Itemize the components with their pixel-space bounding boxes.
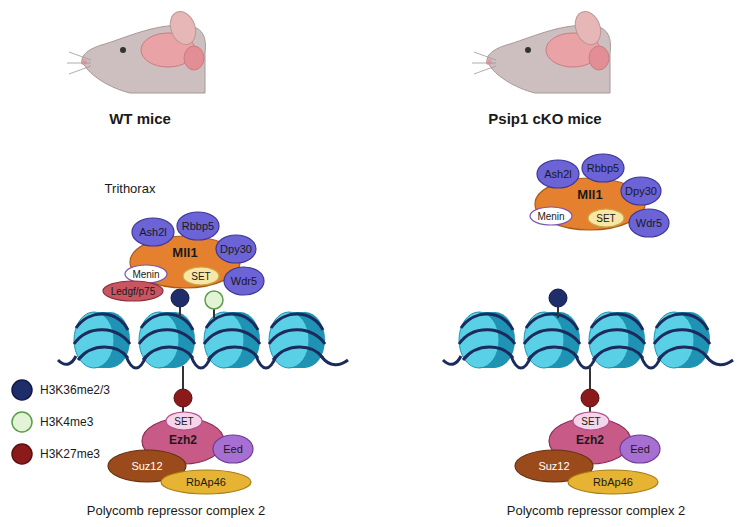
- protein-ellipse: Menin: [529, 206, 573, 226]
- legend-text: H3K36me2/3: [40, 383, 110, 397]
- protein-name: Eed: [223, 443, 243, 455]
- protein-ellipse: RbAp46: [160, 469, 252, 495]
- protein-name: Suz12: [131, 460, 162, 472]
- mouse-head: [67, 8, 205, 93]
- protein-name: Ledgf/p75: [111, 286, 156, 297]
- protein-name: SET: [596, 213, 615, 224]
- protein-name: Ezh2: [169, 434, 197, 447]
- protein-name: Rbbp5: [182, 220, 214, 232]
- protein-name: RbAp46: [186, 476, 226, 488]
- nucleosome-array: [58, 312, 348, 368]
- legend-swatch: [10, 442, 34, 466]
- protein-ellipse: Rbbp5: [176, 211, 220, 241]
- protein-name: Mll1: [172, 246, 197, 260]
- protein-ellipse: SET: [587, 208, 625, 228]
- protein-name: Wdr5: [231, 275, 257, 287]
- legend-text: H3K27me3: [40, 447, 100, 461]
- protein-name: Dpy30: [220, 243, 252, 255]
- protein-ellipse: Ash2l: [131, 217, 175, 247]
- protein-ellipse: Eed: [212, 434, 254, 464]
- protein-name: Menin: [537, 211, 564, 222]
- protein-ellipse: Rbbp5: [581, 153, 625, 183]
- protein-ellipse: Dpy30: [620, 176, 662, 206]
- legend: H3K36me2/3H3K4me3H3K27me3: [10, 374, 110, 470]
- protein-ellipse: Ledgf/p75: [102, 280, 164, 302]
- complex-label: Polycomb repressor complex 2: [87, 503, 265, 518]
- complex-label: Polycomb repressor complex 2: [507, 503, 685, 518]
- complex-label: Trithorax: [105, 181, 156, 196]
- legend-swatch: [10, 410, 34, 434]
- protein-name: Eed: [630, 443, 650, 455]
- protein-ellipse: Dpy30: [215, 234, 257, 264]
- mouse-head: [472, 8, 610, 93]
- protein-name: Ezh2: [576, 434, 604, 447]
- nucleosome-array: [443, 312, 733, 368]
- protein-name: Suz12: [538, 460, 569, 472]
- protein-ellipse: Wdr5: [223, 266, 265, 296]
- legend-item: H3K4me3: [10, 406, 110, 438]
- protein-ellipse: RbAp46: [567, 469, 659, 495]
- protein-name: Menin: [132, 269, 159, 280]
- protein-ellipse: SET: [182, 266, 220, 286]
- protein-name: RbAp46: [593, 476, 633, 488]
- protein-ellipse: SET: [165, 411, 203, 431]
- protein-name: Dpy30: [625, 185, 657, 197]
- legend-text: H3K4me3: [40, 415, 93, 429]
- protein-name: SET: [174, 416, 193, 427]
- protein-name: Mll1: [577, 188, 602, 202]
- protein-name: SET: [581, 416, 600, 427]
- protein-ellipse: SET: [572, 411, 610, 431]
- group-title: Psip1 cKO mice: [488, 110, 601, 127]
- legend-item: H3K27me3: [10, 438, 110, 470]
- protein-name: Ash2l: [139, 226, 167, 238]
- protein-ellipse: Ash2l: [536, 159, 580, 189]
- legend-item: H3K36me2/3: [10, 374, 110, 406]
- protein-name: SET: [191, 271, 210, 282]
- histone-mark: [171, 289, 599, 412]
- protein-name: Wdr5: [636, 217, 662, 229]
- group-title: WT mice: [109, 110, 171, 127]
- legend-swatch: [10, 378, 34, 402]
- protein-ellipse: Eed: [619, 434, 661, 464]
- protein-ellipse: Wdr5: [628, 208, 670, 238]
- protein-name: Ash2l: [544, 168, 572, 180]
- protein-name: Rbbp5: [587, 162, 619, 174]
